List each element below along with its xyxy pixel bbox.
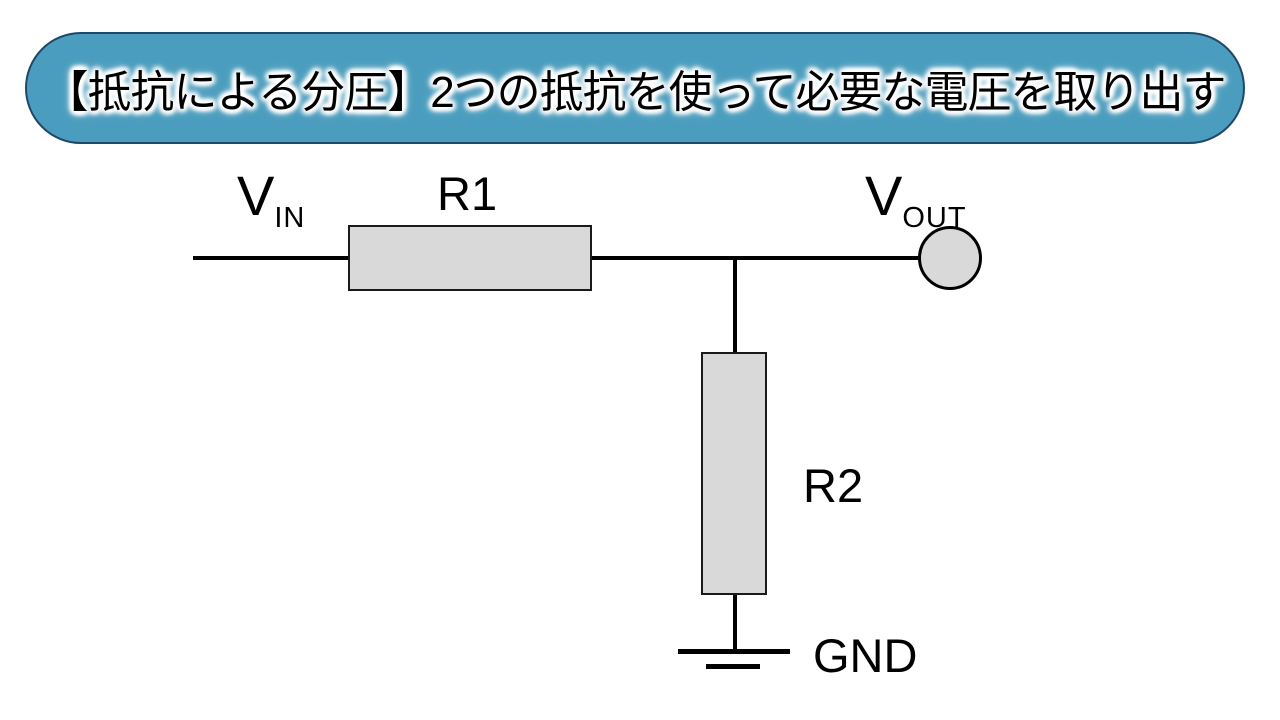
resistor-r1 (348, 225, 592, 291)
r2-label: R2 (803, 459, 864, 512)
vin-label-main: V (237, 164, 275, 227)
ground-bar-short (706, 664, 760, 669)
vout-label-main: V (865, 164, 903, 227)
vout-label-sub: OUT (902, 202, 967, 234)
vout-label: VOUT (865, 168, 967, 233)
title-banner: 【抵抗による分圧】2つの抵抗を使って必要な電圧を取り出す (25, 32, 1245, 144)
ground-bar-long (678, 649, 790, 654)
gnd-label: GND (813, 629, 918, 682)
vout-terminal-circle (918, 226, 982, 290)
vin-label: VIN (237, 168, 305, 233)
resistor-r2 (701, 352, 767, 595)
r1-label: R1 (437, 167, 498, 220)
vin-label-sub: IN (274, 202, 306, 234)
page-title: 【抵抗による分圧】2つの抵抗を使って必要な電圧を取り出す (44, 68, 1227, 117)
